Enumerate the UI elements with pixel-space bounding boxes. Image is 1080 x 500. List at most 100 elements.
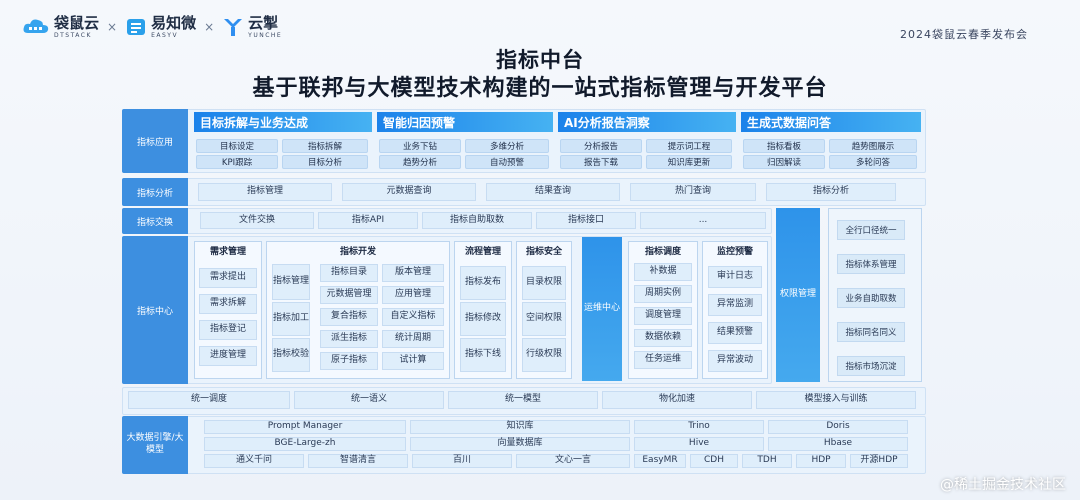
permission-management: 权限管理 [776,208,820,382]
dev-left-item: 指标加工 [272,302,310,336]
page-subtitle: 基于联邦与大模型技术构建的一站式指标管理与开发平台 [252,76,828,101]
benefit-item: 全行口径统一 [837,220,905,240]
security-item: 目录权限 [522,266,566,300]
dev-grid-item: 应用管理 [382,286,444,304]
dev-grid-item: 指标目录 [320,264,378,282]
app-item: 目标分析 [282,155,368,169]
engine-item: CDH [690,454,738,468]
engine-item: TDH [742,454,792,468]
logo-row: 袋鼠云 DTSTACK × 易知微 EASYV × 云掣 YUNCHE [22,14,288,40]
watermark: @稀土掘金技术社区 [940,477,1066,493]
exchange-item: ... [640,212,766,229]
flow-item: 指标下线 [460,338,506,372]
engine-item: Prompt Manager [204,420,406,434]
exchange-item: 指标接口 [536,212,636,229]
unify-item: 统一调度 [128,391,290,409]
center-layer-label: 指标中心 [122,236,188,384]
analysis-layer-label: 指标分析 [122,178,188,206]
app-item: 多轮问答 [829,155,917,169]
logo-sub: DTSTACK [54,31,92,39]
engine-item: 开源HDP [850,454,908,468]
easyv-logo: 易知微 EASYV [125,15,196,39]
engine-item: BGE-Large-zh [204,437,406,451]
benefit-item: 业务自助取数 [837,288,905,308]
monitor-item: 结果预警 [708,322,762,344]
analysis-item: 热门查询 [630,183,756,201]
flow-item: 指标发布 [460,266,506,300]
app-item: 分析报告 [560,139,642,153]
dev-grid-item: 元数据管理 [320,286,378,304]
engine-layer-label: 大数据引擎/大模型 [122,416,188,474]
yunche-logo: 云掣 YUNCHE [222,15,283,39]
engine-item: Trino [634,420,764,434]
page-title: 指标中台 [496,48,584,72]
analysis-item: 指标分析 [766,183,896,201]
engine-item: EasyMR [634,454,686,468]
app-header-attribution: 智能归因预警 [377,112,553,132]
security-item: 行级权限 [522,338,566,372]
exchange-layer-label: 指标交换 [122,208,188,234]
unify-item: 统一语义 [294,391,444,409]
app-item: 自动预警 [465,155,549,169]
monitor-item: 异常监测 [708,294,762,316]
unify-item: 模型接入与训练 [756,391,916,409]
dev-left-item: 指标管理 [272,264,310,300]
engine-item: Hive [634,437,764,451]
engine-item: Hbase [768,437,908,451]
engine-item: 知识库 [410,420,630,434]
monitor-item: 异常波动 [708,350,762,372]
dev-grid-item: 原子指标 [320,352,378,370]
app-item: 提示词工程 [646,139,732,153]
demand-title: 需求管理 [209,247,246,257]
dev-grid-item: 自定义指标 [382,308,444,326]
benefit-item: 指标体系管理 [837,254,905,274]
dev-grid-item: 版本管理 [382,264,444,282]
app-header-report: AI分析报告洞察 [558,112,736,132]
exchange-item: 指标API [318,212,418,229]
schedule-item: 周期实例 [634,285,692,303]
app-item: 目标设定 [196,139,278,153]
demand-item: 进度管理 [199,346,257,366]
logo-separator: × [204,20,215,34]
security-title: 指标安全 [525,247,562,257]
dev-left-item: 指标校验 [272,338,310,372]
dev-grid-item: 复合指标 [320,308,378,326]
schedule-item: 数据依赖 [634,329,692,347]
app-item: 指标拆解 [282,139,368,153]
cloud-icon [22,17,50,37]
logo-name: 袋鼠云 [54,13,100,32]
demand-item: 需求提出 [199,268,257,288]
demand-item: 需求拆解 [199,294,257,314]
engine-item: 文心一言 [516,454,630,468]
benefit-item: 指标市场沉淀 [837,356,905,376]
demand-item: 指标登记 [199,320,257,340]
unify-item: 物化加速 [602,391,752,409]
app-header-qa: 生成式数据问答 [741,112,921,132]
dev-grid-item: 试计算 [382,352,444,370]
benefit-item: 指标同名同义 [837,322,905,342]
easyv-mark-icon [125,17,147,37]
app-item: KPI跟踪 [196,155,278,169]
app-item: 报告下载 [560,155,642,169]
monitor-title: 监控预警 [716,247,753,257]
ops-center: 运维中心 [582,237,622,381]
schedule-title: 指标调度 [644,247,681,257]
analysis-item: 结果查询 [486,183,620,201]
app-item: 知识库更新 [646,155,732,169]
analysis-item: 指标管理 [198,183,332,201]
flow-title: 流程管理 [464,247,501,257]
app-header-target: 目标拆解与业务达成 [194,112,372,132]
exchange-item: 指标自助取数 [422,212,532,229]
dtstack-logo: 袋鼠云 DTSTACK [22,13,100,39]
logo-sub: YUNCHE [248,31,283,39]
dev-title: 指标开发 [339,247,376,257]
analysis-item: 元数据查询 [342,183,476,201]
yunche-mark-icon [222,17,244,37]
dev-grid-item: 统计周期 [382,330,444,348]
app-item: 归因解读 [743,155,825,169]
security-item: 空间权限 [522,302,566,336]
monitor-item: 审计日志 [708,266,762,288]
engine-item: 智谱清言 [308,454,408,468]
event-name: 2024袋鼠云春季发布会 [900,28,1028,41]
app-layer-label: 指标应用 [122,109,188,173]
